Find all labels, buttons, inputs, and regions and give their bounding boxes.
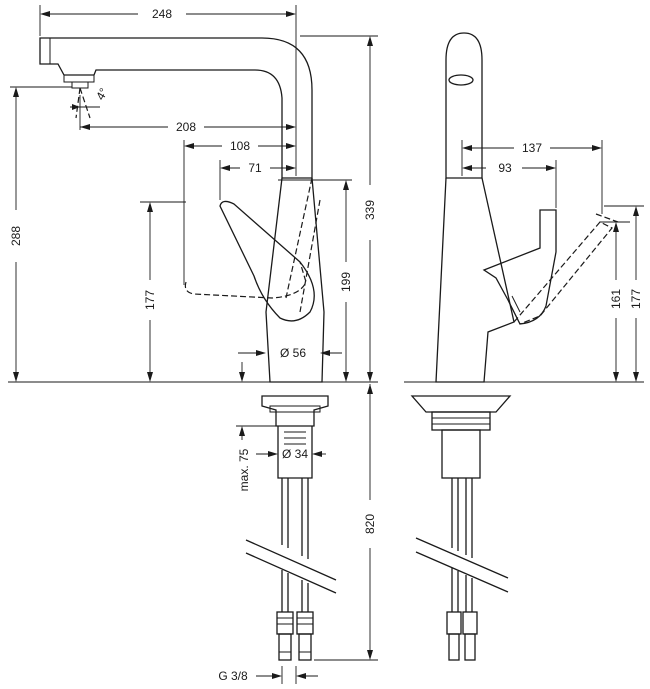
dim-248-label: 248: [152, 7, 172, 21]
dim-56-label: Ø 56: [280, 346, 306, 360]
side-lever-dashed: [513, 221, 613, 325]
front-lever: [219, 200, 315, 322]
side-threaded-shank: [441, 429, 481, 479]
side-supply-hoses: [451, 478, 473, 558]
dim-137-label: 137: [522, 141, 542, 155]
dim-161-label: 161: [609, 289, 623, 309]
front-threaded-shank: [277, 426, 313, 479]
front-aerator: [49, 38, 95, 89]
dim-177-side-label: 177: [629, 289, 643, 309]
dim-820-label: 820: [363, 514, 377, 534]
dim-max75-label: max. 75: [237, 448, 251, 491]
front-mount-base: [261, 395, 329, 427]
front-spout: [39, 37, 313, 179]
dim-199-label: 199: [339, 272, 353, 292]
side-lever: [482, 209, 557, 325]
dimension-lines: [8, 5, 644, 684]
dimension-labels: 248 208 108 71 4° 339 288 177 199 Ø 56 Ø…: [9, 7, 643, 683]
dim-339-label: 339: [363, 200, 377, 220]
dim-288-label: 288: [9, 226, 23, 246]
dim-177-front-label: 177: [143, 290, 157, 310]
front-supply-hoses: [281, 478, 309, 559]
front-spray-lines: [75, 87, 91, 119]
side-spout: [445, 32, 483, 179]
side-view: [410, 32, 619, 661]
dim-angle-label: 4°: [93, 85, 111, 102]
side-mount-base: [410, 395, 512, 413]
dim-thread-label: G 3/8: [218, 669, 248, 683]
front-lever-dashed: [184, 261, 307, 299]
dim-34-label: Ø 34: [282, 447, 308, 461]
dim-108-label: 108: [230, 139, 250, 153]
dim-93-label: 93: [498, 161, 512, 175]
dim-208-label: 208: [176, 120, 196, 134]
side-body: [435, 177, 515, 383]
dim-71-label: 71: [248, 161, 262, 175]
